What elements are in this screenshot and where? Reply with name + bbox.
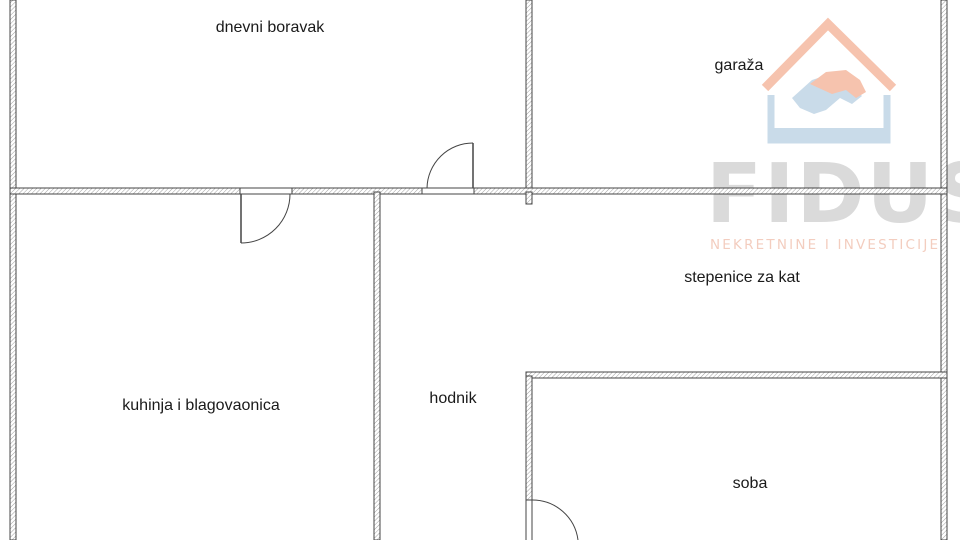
wall-outer-left <box>9 0 17 540</box>
room-label-stairs: stepenice za kat <box>684 269 800 286</box>
walls <box>9 0 948 540</box>
wall-horizontal-left <box>9 187 241 195</box>
room-label-hallway: hodnik <box>429 390 477 407</box>
door-living-room <box>422 142 474 195</box>
room-label-garage: garaža <box>715 57 764 74</box>
door-bedroom <box>525 499 579 540</box>
wall-outer-right <box>940 0 948 540</box>
house-icon <box>761 17 897 144</box>
wall-stub <box>525 191 533 205</box>
room-label-bedroom: soba <box>733 475 768 492</box>
handshake-icon <box>792 70 866 114</box>
wall-bedroom-top <box>525 371 948 379</box>
room-label-kitchen: kuhinja i blagovaonica <box>122 397 280 414</box>
wall-horizontal-mid <box>291 187 423 195</box>
wall-horizontal-right <box>473 187 948 195</box>
wall-kitchen-hall <box>373 191 381 540</box>
room-label-living-room: dnevni boravak <box>216 19 326 36</box>
watermark-tagline: NEKRETNINE I INVESTICIJE <box>710 237 940 253</box>
doors <box>240 142 579 540</box>
wall-bedroom-left <box>525 375 533 501</box>
door-kitchen <box>240 187 292 244</box>
wall-living-garage <box>525 0 533 193</box>
